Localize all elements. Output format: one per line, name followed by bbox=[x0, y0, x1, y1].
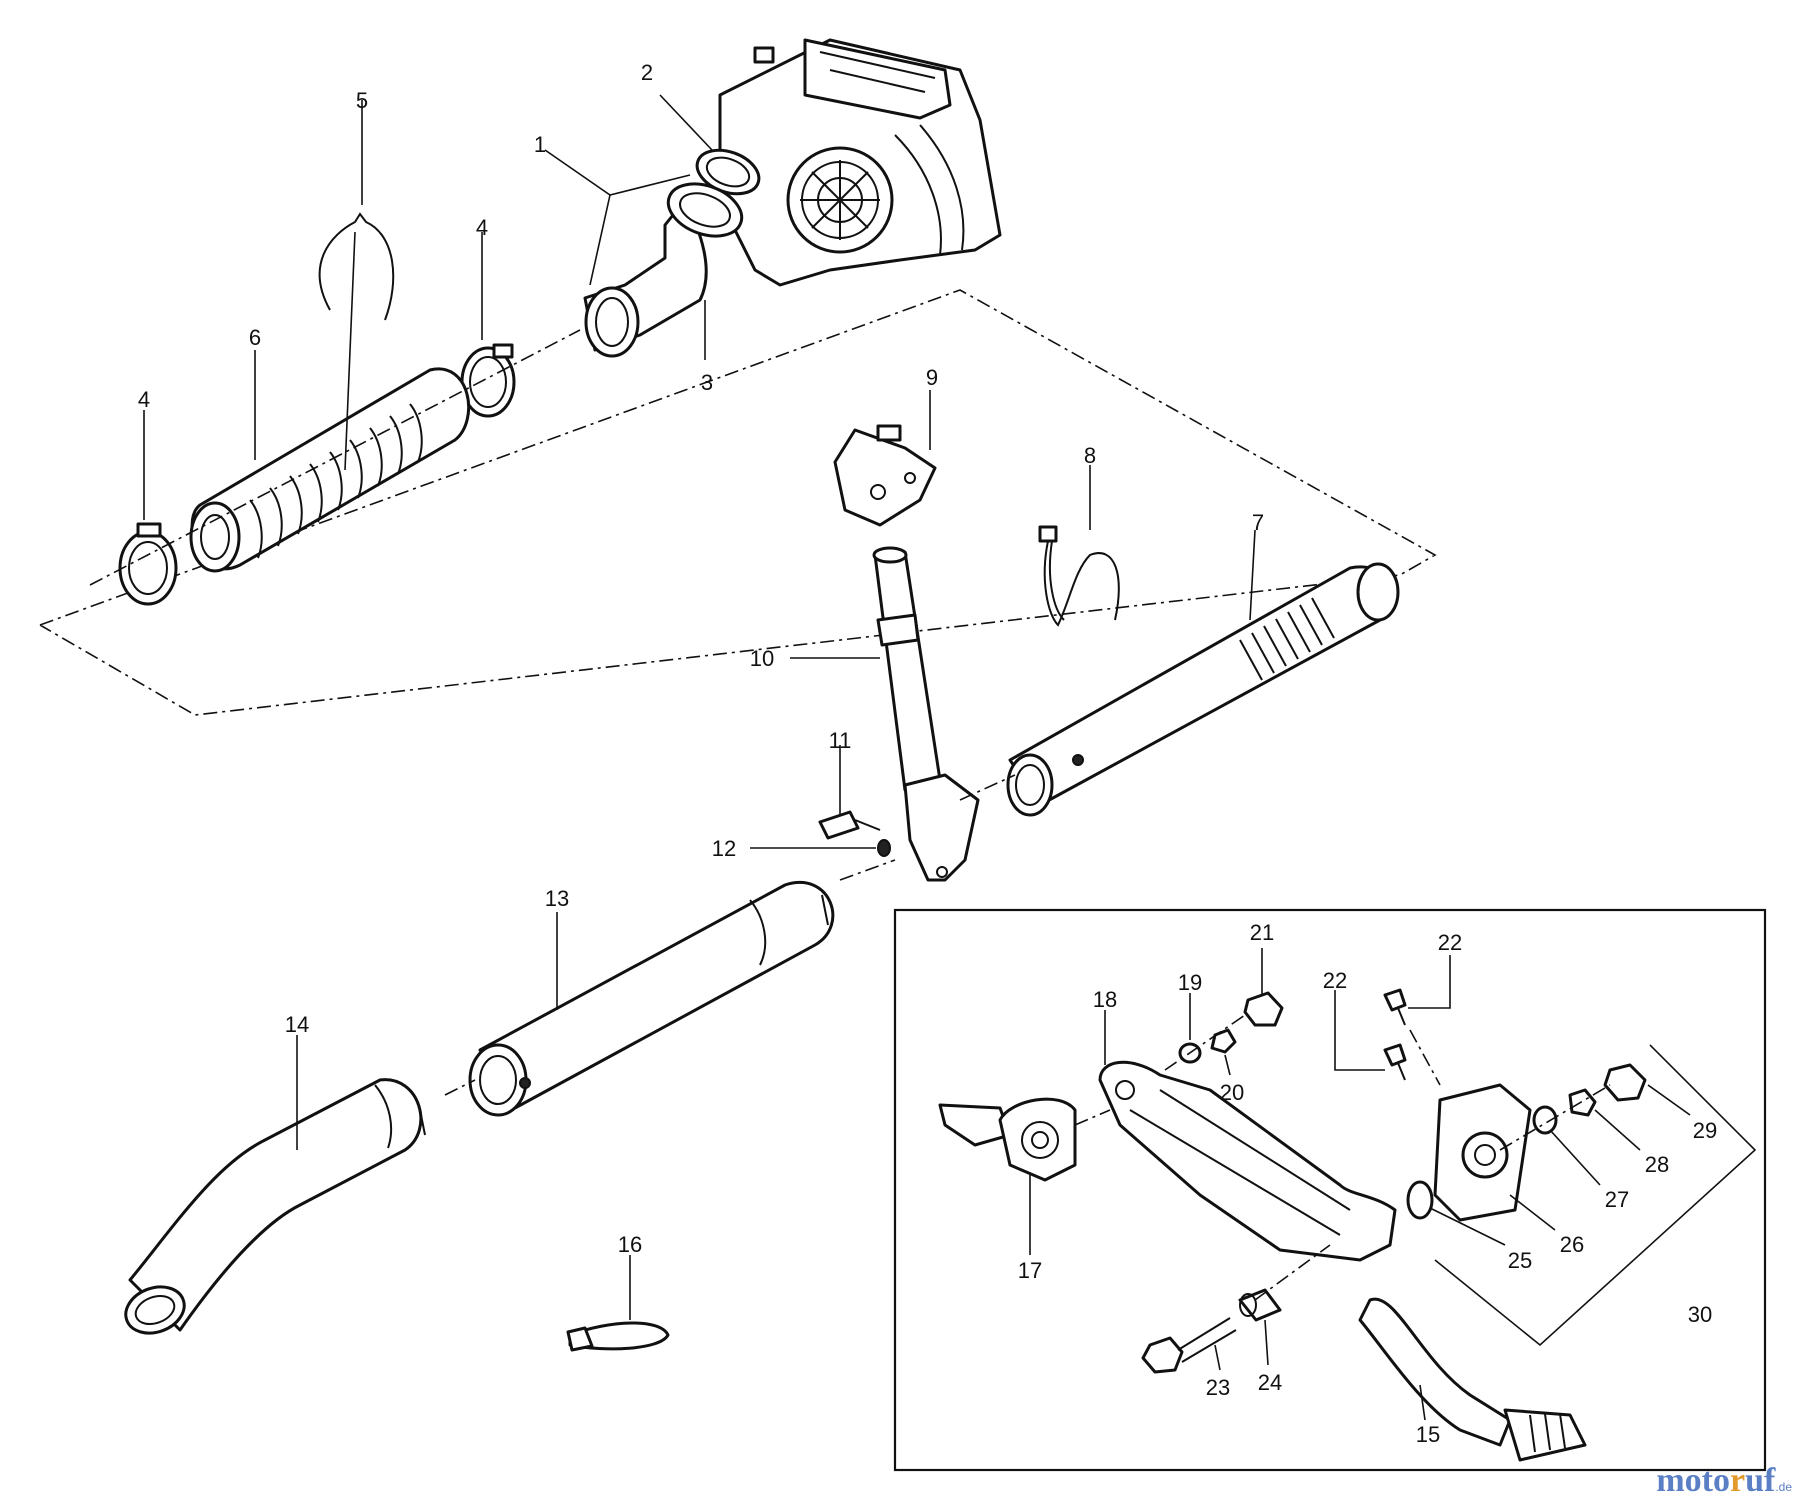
callout-6: 6 bbox=[249, 325, 261, 350]
callout-25: 25 bbox=[1508, 1248, 1532, 1273]
callout-20: 20 bbox=[1220, 1080, 1244, 1105]
axis-bolt bbox=[1254, 1244, 1331, 1301]
callout-3: 3 bbox=[701, 370, 713, 395]
part-23-bolt bbox=[1141, 1317, 1237, 1374]
callout-8: 8 bbox=[1084, 443, 1096, 468]
callout-30: 30 bbox=[1688, 1302, 1712, 1327]
part-7-grip-pipe bbox=[1006, 562, 1400, 817]
callout-18: 18 bbox=[1093, 987, 1117, 1012]
watermark-part-a: moto bbox=[1656, 1462, 1730, 1499]
callout-29: 29 bbox=[1693, 1118, 1717, 1143]
callout-24: 24 bbox=[1258, 1370, 1282, 1395]
callout-1: 1 bbox=[534, 132, 546, 157]
part-29-knob bbox=[1603, 1063, 1647, 1102]
part-17-throttle-lever bbox=[938, 1097, 1077, 1182]
watermark-part-c: uf bbox=[1745, 1462, 1776, 1499]
part-10-handle-tube bbox=[872, 546, 980, 882]
part-5-hanger-clip bbox=[318, 212, 395, 321]
callout-14: 14 bbox=[285, 1012, 309, 1037]
callout-23: 23 bbox=[1206, 1375, 1230, 1400]
part-22-screw-lower bbox=[1383, 1043, 1407, 1081]
part-15-spring bbox=[1358, 1297, 1587, 1462]
callout-4b: 4 bbox=[138, 387, 150, 412]
axis-nozzle14 bbox=[444, 1079, 476, 1096]
part-24-spacer bbox=[1238, 1288, 1282, 1322]
callout-2: 2 bbox=[641, 60, 653, 85]
callout-22a: 22 bbox=[1323, 968, 1347, 993]
part-12-washer bbox=[877, 839, 891, 857]
axis-upper bbox=[89, 329, 581, 586]
callout-15: 15 bbox=[1416, 1422, 1440, 1447]
part-27-washer bbox=[1532, 1105, 1558, 1135]
axis-pipe7 bbox=[959, 774, 1016, 801]
part-4-hose-clamp-left bbox=[118, 522, 178, 606]
axis-pipe13 bbox=[839, 859, 896, 881]
part-26-bracket bbox=[1433, 1083, 1532, 1222]
part-22-screw-upper bbox=[1383, 988, 1407, 1026]
callout-9: 9 bbox=[926, 365, 938, 390]
watermark-tld: .de bbox=[1775, 1480, 1792, 1494]
group-30-bracket bbox=[1434, 1044, 1757, 1347]
watermark-part-b: r bbox=[1729, 1462, 1746, 1499]
part-8-cable bbox=[1038, 525, 1120, 627]
part-6-flexible-hose bbox=[189, 367, 471, 573]
callout-22b: 22 bbox=[1438, 930, 1462, 955]
callout-27: 27 bbox=[1605, 1187, 1629, 1212]
callout-7: 7 bbox=[1252, 510, 1264, 535]
leader-lines bbox=[143, 94, 1691, 1421]
inset-frame bbox=[893, 908, 1767, 1472]
callout-16: 16 bbox=[618, 1232, 642, 1257]
part-11-wing-bolt bbox=[818, 810, 881, 840]
callout-10: 10 bbox=[750, 646, 774, 671]
axis-lever bbox=[1074, 1109, 1111, 1126]
callout-11: 11 bbox=[829, 728, 852, 753]
callout-19: 19 bbox=[1178, 970, 1202, 995]
axis-screws bbox=[1409, 1029, 1441, 1086]
part-16-strap bbox=[566, 1321, 670, 1352]
part-2-outlet-ring bbox=[695, 148, 761, 196]
callout-labels: 1 2 3 4 4 5 6 7 8 9 10 11 12 13 14 15 16… bbox=[138, 60, 1717, 1447]
callout-28: 28 bbox=[1645, 1152, 1669, 1177]
callout-21: 21 bbox=[1250, 920, 1274, 945]
part-25-o-ring bbox=[1406, 1180, 1434, 1220]
callout-13: 13 bbox=[545, 886, 569, 911]
part-18-handle-body bbox=[1098, 1060, 1397, 1262]
part-20-nut bbox=[1210, 1028, 1237, 1054]
part-3-elbow-pipe bbox=[583, 182, 744, 358]
part-4-hose-clamp-right bbox=[460, 343, 516, 418]
part-14-curved-nozzle bbox=[124, 1078, 426, 1335]
callout-12: 12 bbox=[712, 836, 736, 861]
watermark-logo: motoruf.de bbox=[1656, 1462, 1792, 1500]
part-9-throttle-housing bbox=[833, 424, 937, 527]
axis-nuts bbox=[1164, 1014, 1246, 1071]
part-28-nut bbox=[1568, 1088, 1597, 1117]
part-21-cap-nut bbox=[1243, 991, 1284, 1027]
callout-5: 5 bbox=[356, 88, 368, 113]
callout-4a: 4 bbox=[476, 215, 488, 240]
assembly-boundary bbox=[39, 289, 1437, 716]
axis-knob bbox=[1499, 1084, 1611, 1151]
callout-26: 26 bbox=[1560, 1232, 1584, 1257]
part-13-straight-pipe bbox=[468, 881, 835, 1117]
callout-17: 17 bbox=[1018, 1258, 1042, 1283]
blower-housing bbox=[718, 38, 1002, 287]
